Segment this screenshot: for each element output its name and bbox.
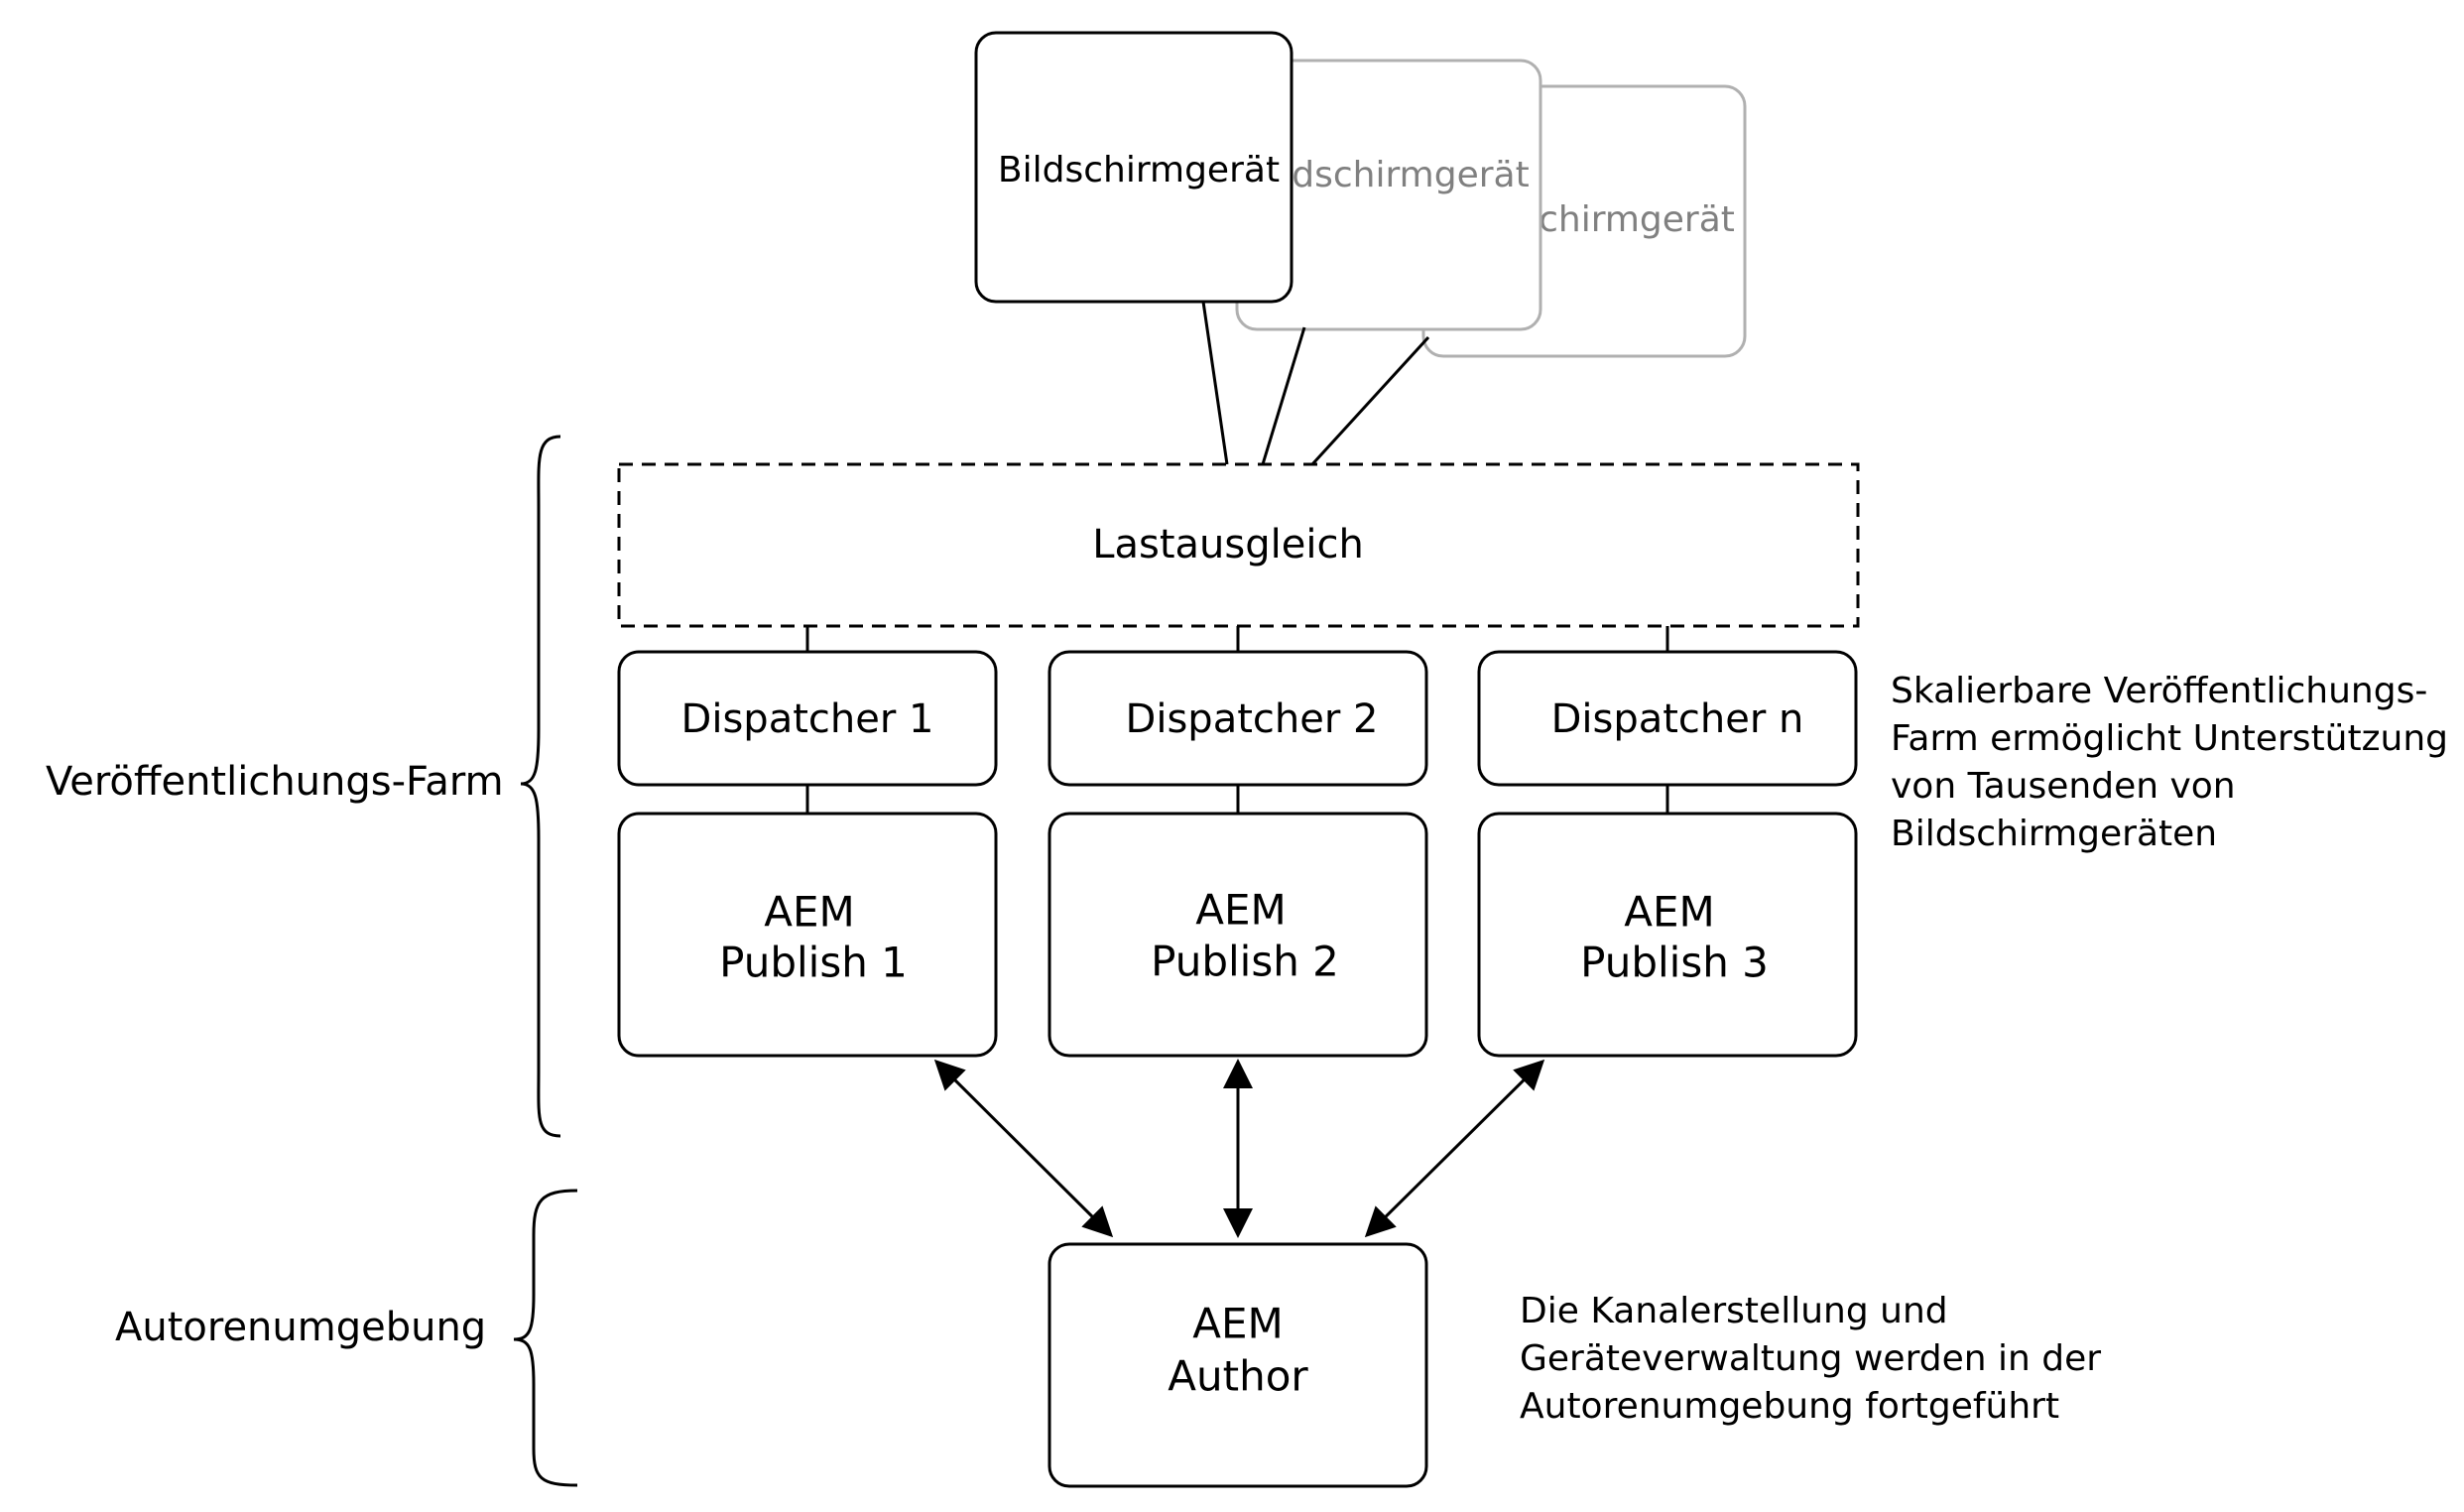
publisher-label-3-line2: Publish 3 bbox=[1580, 939, 1769, 987]
publisher-label-2-line2: Publish 2 bbox=[1151, 938, 1339, 986]
load-balancer-box bbox=[617, 462, 1860, 628]
device-connector-2 bbox=[1261, 326, 1306, 465]
author-box bbox=[1047, 1242, 1428, 1488]
publish-note-line-2: Farm ermöglicht Unterstützung bbox=[1891, 718, 2448, 759]
publish-note-line-1: Skalierbare Veröffentlichungs- bbox=[1891, 671, 2427, 711]
publisher-box-3 bbox=[1477, 812, 1858, 1058]
device-label-3: chirmgerät bbox=[1539, 199, 1735, 240]
device-label-2: dschirmgerät bbox=[1292, 155, 1529, 195]
publish-farm-label: Veröffentlichungs-Farm bbox=[46, 759, 504, 805]
device-connector-1 bbox=[1201, 301, 1229, 465]
publisher-box-1 bbox=[617, 812, 998, 1058]
publisher-label-1-line1: AEM bbox=[764, 888, 855, 937]
device-label-1: Bildschirmgerät bbox=[998, 150, 1280, 190]
publish-farm-brace bbox=[520, 435, 561, 1138]
dispatcher-label-2: Dispatcher 2 bbox=[1126, 696, 1379, 742]
publisher-label-2-line1: AEM bbox=[1195, 886, 1287, 935]
author-note-line-3: Autorenumgebung fortgeführt bbox=[1520, 1386, 2059, 1427]
device-box-1 bbox=[974, 31, 1294, 304]
author-env-label: Autorenumgebung bbox=[115, 1305, 486, 1350]
device-connector-3 bbox=[1310, 335, 1430, 466]
dispatcher-label-1: Dispatcher 1 bbox=[681, 696, 934, 742]
dispatcher-label-3: Dispatcher n bbox=[1551, 696, 1804, 742]
author-label-line2: Author bbox=[1168, 1352, 1308, 1401]
replication-arrow-3 bbox=[1364, 1059, 1545, 1238]
load-balancer-label: Lastausgleich bbox=[1092, 522, 1364, 567]
author-note-line-1: Die Kanalerstellung und bbox=[1520, 1291, 1948, 1331]
publish-note-line-3: von Tausenden von bbox=[1891, 766, 2236, 807]
publish-note-line-4: Bildschirmgeräten bbox=[1891, 814, 2217, 854]
author-env-brace bbox=[513, 1189, 578, 1487]
author-note-line-2: Geräteverwaltung werden in der bbox=[1520, 1338, 2101, 1379]
author-label-line1: AEM bbox=[1192, 1300, 1284, 1348]
publisher-box-2 bbox=[1047, 812, 1428, 1058]
publisher-label-3-line1: AEM bbox=[1624, 888, 1715, 937]
replication-arrow-1 bbox=[933, 1059, 1114, 1238]
publisher-label-1-line2: Publish 1 bbox=[719, 939, 908, 987]
